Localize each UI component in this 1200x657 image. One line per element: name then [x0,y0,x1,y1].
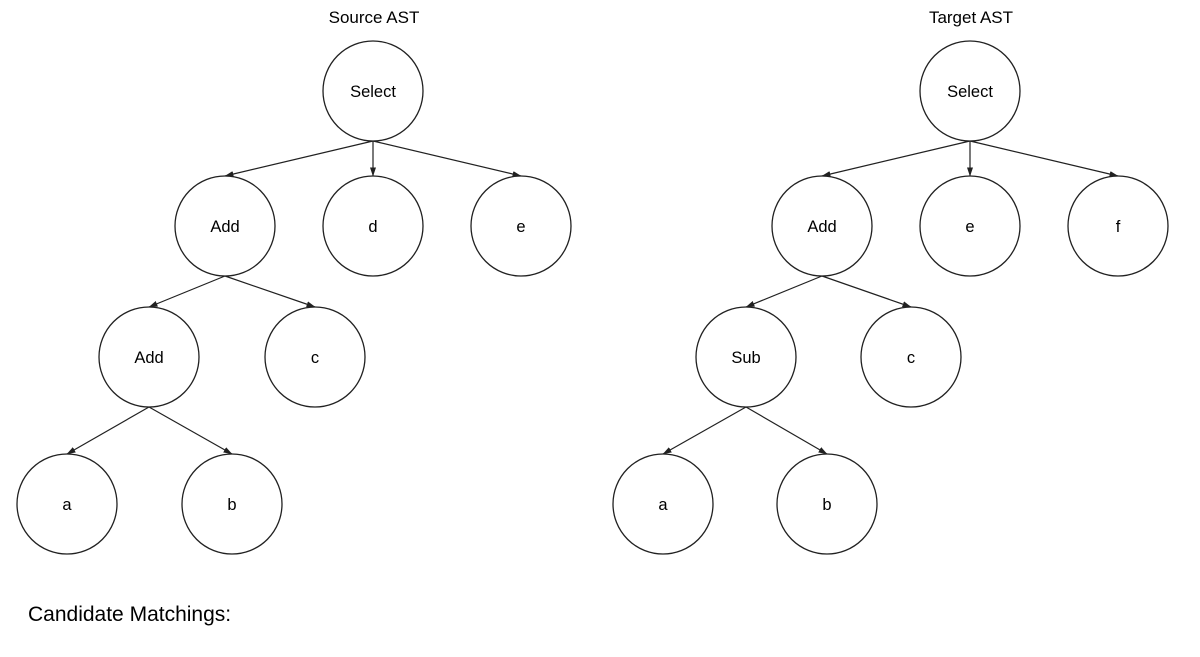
node-tgt-select: Select [919,40,1021,142]
node-tgt-sub: Sub [695,306,797,408]
node-circle [264,306,366,408]
node-circle [98,306,200,408]
node-circle [1067,175,1169,277]
node-label: c [907,349,915,367]
node-label: b [822,496,831,514]
node-label: f [1116,218,1121,236]
node-label: b [227,496,236,514]
node-label: e [516,218,525,236]
node-circle [860,306,962,408]
node-src-select: Select [322,40,424,142]
node-label: Sub [731,349,760,367]
node-src-a: a [16,453,118,555]
edge-tgt-add-to-sub [745,275,823,308]
node-label: a [62,496,72,514]
target-tree-edges [662,140,1119,455]
node-label: d [368,218,377,236]
edge-tgt-select-to-add [821,140,971,177]
edge-tgt-select-to-f [969,140,1119,177]
node-label: Select [947,83,993,101]
target-tree-title: Target AST [929,8,1013,27]
node-circle [771,175,873,277]
node-src-add-2: Add [98,306,200,408]
node-label: Add [210,218,239,236]
edge-src-select-to-add [224,140,374,177]
node-tgt-c: c [860,306,962,408]
node-circle [470,175,572,277]
edge-src-add2-to-b [148,406,233,455]
edge-tgt-sub-to-b [745,406,828,455]
edge-tgt-add-to-c [821,275,912,308]
edge-src-select-to-e [372,140,522,177]
edge-src-add-to-c [224,275,316,308]
node-circle [181,453,283,555]
node-label: a [658,496,668,514]
node-label [776,453,878,555]
node-circle [919,40,1021,142]
node-label: c [311,349,319,367]
node-src-add-1: Add [174,175,276,277]
node-circle [322,40,424,142]
node-circle [174,175,276,277]
source-tree-edges [66,140,522,455]
node-src-d: d [322,175,424,277]
node-tgt-a: a [612,453,714,555]
node-src-e: e [470,175,572,277]
node-tgt-e: e [919,175,1021,277]
node-src-b: b [181,453,283,555]
node-circle [919,175,1021,277]
candidate-matchings-label: Candidate Matchings: [28,603,231,626]
edge-tgt-sub-to-a [662,406,747,455]
node-tgt-b: b [776,453,878,555]
node-tgt-add: Add [771,175,873,277]
edge-src-add2-to-a [66,406,150,455]
node-circle [695,306,797,408]
source-tree-title: Source AST [329,8,420,27]
node-label: Add [134,349,163,367]
node-circle [322,175,424,277]
node-tgt-f: f [1067,175,1169,277]
node-circle [612,453,714,555]
node-src-c: c [264,306,366,408]
node-label: Add [807,218,836,236]
node-label: e [965,218,974,236]
node-label: Select [350,83,396,101]
node-circle [16,453,118,555]
edge-src-add-to-add2 [148,275,226,308]
